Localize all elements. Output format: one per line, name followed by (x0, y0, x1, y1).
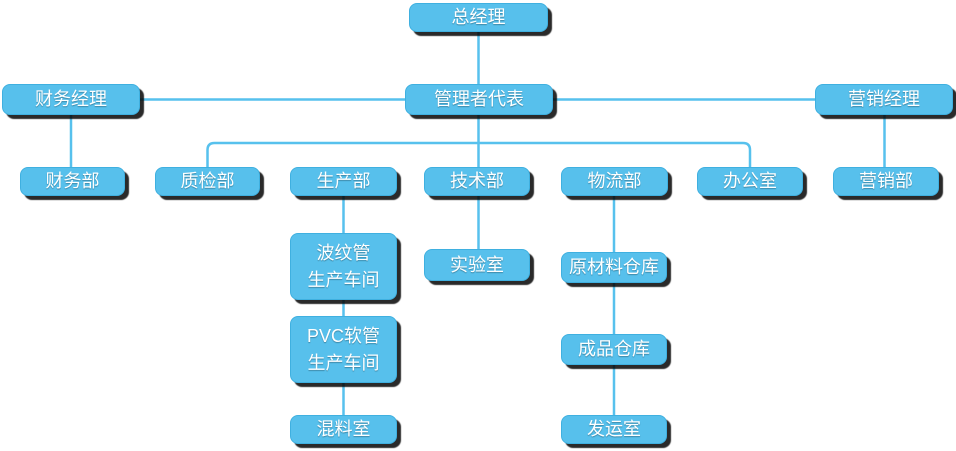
node-label: 办公室 (723, 171, 777, 191)
node-corrugated-pipe-workshop: 波纹管 生产车间 (290, 233, 397, 300)
node-label: 实验室 (450, 254, 504, 275)
node-label: 管理者代表 (434, 89, 524, 109)
node-label: 技术部 (450, 171, 504, 191)
node-label: 质检部 (180, 171, 235, 191)
edge-trunk (206, 141, 752, 167)
node-label-line1: 波纹管 (316, 242, 371, 263)
node-label: 发运室 (587, 419, 641, 439)
node-label: 生产部 (316, 171, 371, 191)
node-quality-inspection-dept: 质检部 (155, 167, 260, 196)
node-label: 成品仓库 (578, 339, 650, 359)
node-label: 财务部 (45, 171, 100, 191)
node-finance-dept: 财务部 (20, 167, 125, 196)
node-pvc-hose-workshop: PVC软管 生产车间 (290, 316, 397, 383)
node-shipping-room: 发运室 (561, 415, 667, 444)
node-label: 物流部 (587, 171, 642, 191)
node-finished-goods-warehouse: 成品仓库 (561, 334, 667, 365)
node-finance-manager: 财务经理 (2, 84, 140, 115)
node-laboratory: 实验室 (424, 249, 530, 281)
node-label-line1: PVC软管 (306, 325, 380, 346)
node-marketing-dept: 营销部 (833, 167, 939, 196)
node-raw-material-warehouse: 原材料仓库 (561, 252, 667, 283)
node-label: 总经理 (451, 7, 506, 27)
node-marketing-manager: 营销经理 (815, 84, 953, 115)
node-production-dept: 生产部 (290, 167, 397, 196)
node-label-line2: 生产车间 (307, 352, 380, 373)
node-label: 财务经理 (35, 89, 107, 109)
node-label: 营销部 (859, 171, 913, 191)
node-label: 原材料仓库 (569, 257, 659, 277)
node-office: 办公室 (697, 167, 803, 196)
node-label: 营销经理 (848, 89, 920, 109)
node-mixing-room: 混料室 (290, 415, 397, 444)
node-technology-dept: 技术部 (424, 167, 530, 196)
node-label: 混料室 (316, 419, 371, 439)
node-general-manager: 总经理 (409, 3, 548, 32)
node-label-line2: 生产车间 (307, 269, 380, 290)
node-management-representative: 管理者代表 (405, 84, 553, 115)
node-logistics-dept: 物流部 (561, 167, 668, 196)
